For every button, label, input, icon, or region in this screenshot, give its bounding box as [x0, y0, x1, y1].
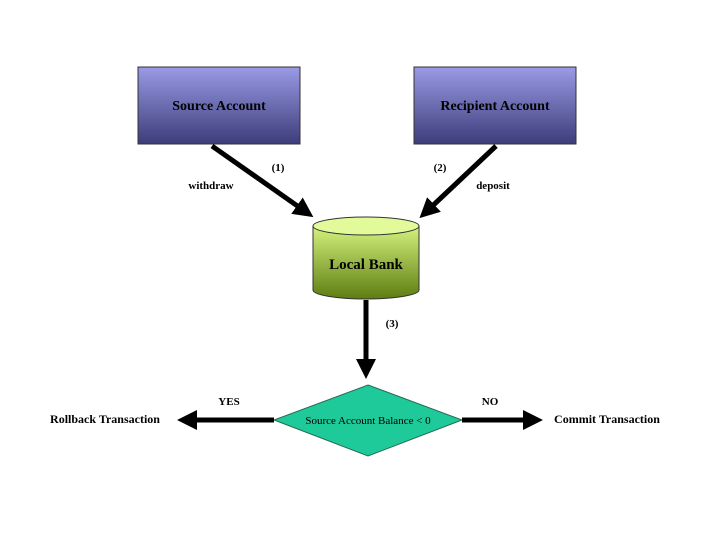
deposit-arrow [419, 144, 498, 219]
local-bank-node: Local Bank [312, 216, 420, 300]
rollback-transaction-label: Rollback Transaction [50, 412, 160, 426]
source-account-label: Source Account [172, 99, 266, 114]
recipient-account-label: Recipient Account [440, 99, 550, 114]
yes-label: YES [218, 396, 239, 408]
decision-label: Source Account Balance < 0 [305, 415, 431, 427]
recipient-account-node: Recipient Account [413, 66, 577, 145]
decision-node: Source Account Balance < 0 [272, 384, 464, 457]
step-3-label: (3) [386, 318, 399, 330]
step-1-label: (1) [272, 162, 285, 174]
deposit-label: deposit [476, 180, 510, 192]
withdraw-arrow [210, 143, 314, 218]
no-label: NO [482, 396, 499, 408]
source-account-node: Source Account [137, 66, 301, 145]
step-2-label: (2) [434, 162, 447, 174]
commit-transaction-label: Commit Transaction [554, 412, 660, 426]
withdraw-label: withdraw [188, 180, 233, 192]
local-bank-label: Local Bank [329, 257, 403, 273]
